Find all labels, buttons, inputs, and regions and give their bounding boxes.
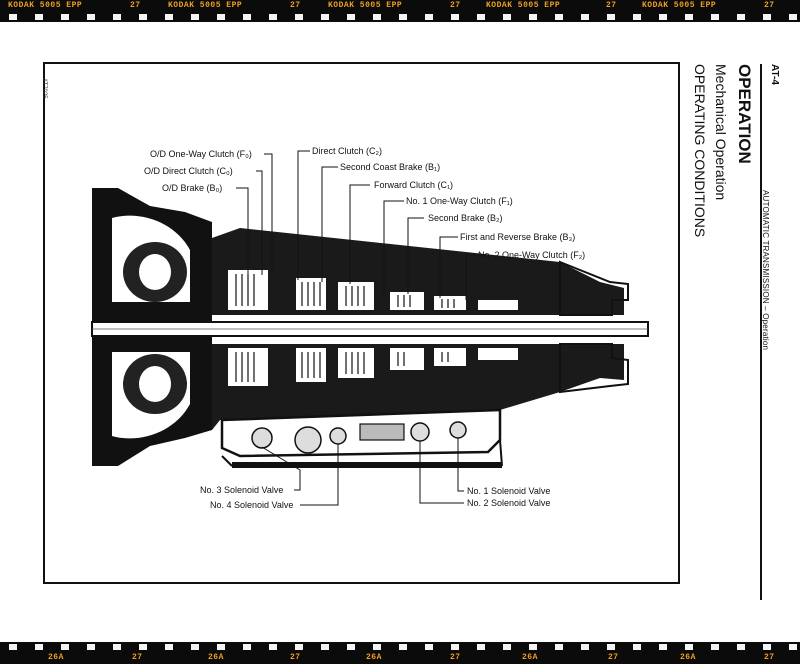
film-text: 27 [606,1,617,10]
film-strip-top: KODAK 5005 EPP 27 KODAK 5005 EPP 27 KODA… [0,0,800,22]
section-title: OPERATION [735,64,754,164]
film-text: KODAK 5005 EPP [642,1,717,10]
sprocket-holes [0,14,800,20]
page-reference: AT-4 [769,64,780,85]
od-direct-clutch-label: O/D Direct Clutch (C₀) [144,166,233,176]
no1-solenoid-label: No. 1 Solenoid Valve [467,486,551,496]
film-text: 27 [130,1,141,10]
second-coast-brake-label: Second Coast Brake (B₁) [340,162,441,172]
film-text: 27 [450,653,461,662]
running-header: AUTOMATIC TRANSMISSION – Operation [761,190,770,351]
film-text: KODAK 5005 EPP [486,1,561,10]
subsection-title: Mechanical Operation [713,64,729,201]
direct-clutch-label: Direct Clutch (C₂) [312,146,383,156]
film-text: 27 [764,1,775,10]
film-text: 26A [208,653,224,662]
forward-clutch-label: Forward Clutch (C₁) [374,180,454,190]
film-text: 26A [48,653,64,662]
od-one-way-clutch-label: O/D One-Way Clutch (F₀) [150,149,252,159]
section-heading: OPERATING CONDITIONS [692,64,708,238]
second-brake-label: Second Brake (B₂) [428,213,503,223]
film-text: 26A [366,653,382,662]
no4-solenoid-label: No. 4 Solenoid Valve [210,500,294,510]
film-text: KODAK 5005 EPP [328,1,403,10]
film-text: 27 [290,653,301,662]
film-text: 27 [450,1,461,10]
film-text: 27 [290,1,301,10]
od-brake-label: O/D Brake (B₀) [162,183,223,193]
side-rule [760,64,762,600]
film-text: KODAK 5005 EPP [168,1,243,10]
no2-solenoid-label: No. 2 Solenoid Valve [467,498,551,508]
no1-one-way-clutch-label: No. 1 One-Way Clutch (F₁) [406,196,513,206]
no2-one-way-clutch-label: No. 2 One-Way Clutch (F₂) [478,250,586,260]
film-text: KODAK 5005 EPP [8,1,83,10]
film-text: 27 [764,653,775,662]
figure-frame [43,62,680,584]
sprocket-holes [0,644,800,650]
no3-solenoid-label: No. 3 Solenoid Valve [200,485,284,495]
film-text: 26A [680,653,696,662]
film-text: 27 [608,653,619,662]
first-reverse-brake-label: First and Reverse Brake (B₃) [460,232,576,242]
film-text: 27 [132,653,143,662]
film-text: 26A [522,653,538,662]
film-strip-bottom: 26A 27 26A 27 26A 27 26A 27 26A 27 [0,642,800,664]
